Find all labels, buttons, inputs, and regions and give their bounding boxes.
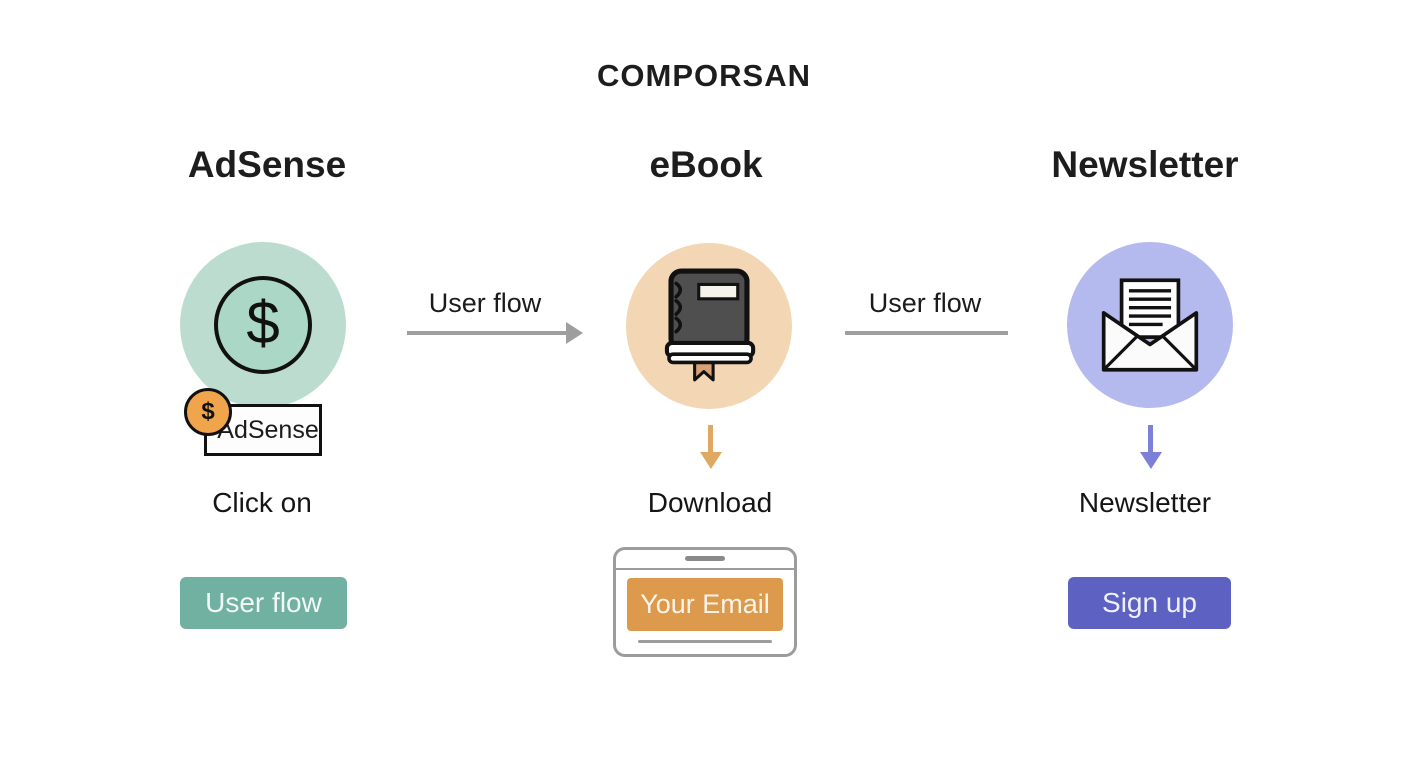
open-envelope-icon (1101, 278, 1199, 372)
column-header-adsense: AdSense (187, 144, 347, 185)
connector-label-1: User flow (428, 288, 542, 318)
caption-download: Download (647, 487, 773, 518)
your-email-button[interactable]: Your Email (627, 578, 783, 631)
adsense-coin-icon: $ (184, 388, 232, 436)
arrow-right-icon (566, 322, 583, 344)
email-card-divider (638, 640, 772, 643)
adsense-label-box: AdSense (204, 404, 322, 456)
column-header-newsletter: Newsletter (1051, 144, 1239, 185)
ebook-circle (626, 243, 792, 409)
down-arrow-purple-icon (1148, 425, 1153, 455)
sign-up-button[interactable]: Sign up (1068, 577, 1231, 629)
connector-line-2 (845, 331, 1008, 335)
down-arrow-tan-head (700, 452, 722, 469)
column-header-ebook: eBook (649, 144, 763, 185)
card-handle-icon (685, 556, 725, 561)
down-arrow-purple-head (1140, 452, 1162, 469)
page-title: COMPORSAN (597, 58, 811, 93)
adsense-circle: $ (180, 242, 346, 408)
caption-newsletter: Newsletter (1078, 487, 1212, 518)
adsense-coin-symbol: $ (201, 398, 215, 425)
book-icon (664, 268, 756, 382)
dollar-symbol: $ (246, 289, 280, 356)
email-form-card: Your Email (613, 547, 797, 657)
user-flow-button[interactable]: User flow (180, 577, 347, 629)
connector-line-1 (407, 331, 568, 335)
connector-label-2: User flow (868, 288, 982, 318)
newsletter-circle (1067, 242, 1233, 408)
email-card-header (616, 550, 794, 570)
adsense-label: AdSense (217, 415, 319, 444)
down-arrow-tan-icon (708, 425, 713, 455)
caption-click-on: Click on (212, 487, 312, 518)
dollar-coin-icon: $ (214, 276, 312, 374)
